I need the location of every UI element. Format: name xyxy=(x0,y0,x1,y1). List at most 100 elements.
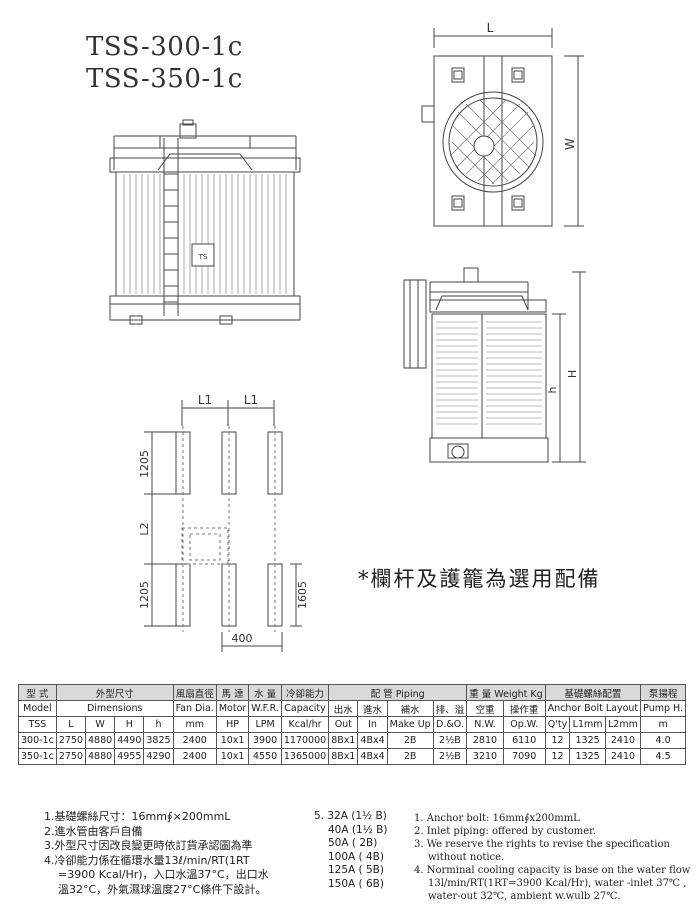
th-wfr-en: W.F.R. xyxy=(248,700,282,717)
foundation-plan-drawing: L1 L1 1205 L2 1205 1605 400 xyxy=(138,393,309,652)
unit-cell: W xyxy=(85,716,116,733)
unit-cell: Q'ty xyxy=(544,716,571,733)
table-cell: 7090 xyxy=(502,748,546,765)
table-cell: 12 xyxy=(544,732,571,749)
table-cell: 4290 xyxy=(143,748,174,765)
table-cell: 350-1c xyxy=(18,748,57,765)
note-zh-1: 1.基礎螺絲尺寸：16mm∮×200mmL xyxy=(44,810,231,823)
table-cell: 2400 xyxy=(172,748,217,765)
unit-cell: mm xyxy=(172,716,217,733)
model-title-1: TSS-300-1c xyxy=(86,32,243,62)
table-cell: 3900 xyxy=(248,732,282,749)
th-in-zh: 進水 xyxy=(357,700,388,717)
unit-cell: Kcal/hr xyxy=(280,716,330,733)
th-piping: 配 管 Piping xyxy=(328,684,468,701)
th-motor-zh: 馬 達 xyxy=(215,684,250,701)
table-row: 350-1c 2750 4880 4955 4290 2400 10x1 455… xyxy=(18,748,687,765)
table-cell: 8Bx1 xyxy=(328,748,359,765)
th-out-zh: 出水 xyxy=(328,700,359,717)
dim-L2: L2 xyxy=(138,522,151,535)
pipe-item: 150A ( 6B) xyxy=(328,877,384,890)
table-cell: 4Bx4 xyxy=(357,732,388,749)
pipe-item: 5. 32A (1½ B) xyxy=(314,810,387,822)
unit-cell: In xyxy=(357,716,388,733)
th-weight: 重 量 Weight Kg xyxy=(466,684,546,701)
unit-cell: L xyxy=(55,716,87,733)
dim-1605: 1605 xyxy=(296,581,309,609)
table-cell: 4.5 xyxy=(640,748,687,765)
table-header-units: TSS L W H h mm HP LPM Kcal/hr Out In Mak… xyxy=(18,716,687,733)
table-cell: 2750 xyxy=(55,732,87,749)
dim-W: W xyxy=(563,138,577,150)
th-wfr-zh: 水 量 xyxy=(248,684,282,701)
table-cell: 300-1c xyxy=(18,732,57,749)
table-cell: 4880 xyxy=(85,748,116,765)
table-cell: 6110 xyxy=(502,732,546,749)
th-anchor-en: Anchor Bolt Layout xyxy=(544,700,642,717)
th-dimensions-zh: 外型尺寸 xyxy=(55,684,174,701)
pipe-item: 100A ( 4B) xyxy=(328,850,384,863)
side-elevation-drawing: h H xyxy=(403,267,586,463)
table-cell: 2B xyxy=(386,748,434,765)
table-cell: 8Bx1 xyxy=(328,732,359,749)
dim-H: H xyxy=(566,370,579,378)
unit-cell: h xyxy=(143,716,174,733)
table-cell: 1365000 xyxy=(280,748,330,765)
th-capacity-en: Capacity xyxy=(280,700,330,717)
table-header-en: Model Dimensions Fan Dia. Motor W.F.R. C… xyxy=(18,700,687,717)
unit-cell: m xyxy=(640,716,687,733)
table-cell: 2410 xyxy=(604,748,642,765)
note-en-1: 1. Anchor bolt: 16mm∮x200mmL xyxy=(414,813,580,824)
th-motor-en: Motor xyxy=(215,700,250,717)
table-cell: 12 xyxy=(544,748,571,765)
dim-1205-bottom: 1205 xyxy=(138,581,151,609)
th-model-en: Model xyxy=(18,700,57,717)
notes-chinese: 1.基礎螺絲尺寸：16mm∮×200mmL 2.進水管由客戶自備 3.外型尺寸因… xyxy=(44,810,314,897)
table-cell: 10x1 xyxy=(215,748,250,765)
pipe-item: 40A (1½ B) xyxy=(328,823,388,836)
th-fan-zh: 風扇直徑 xyxy=(172,684,217,701)
note-zh-2: 2.進水管由客戶自備 xyxy=(44,824,143,838)
dim-L1-a: L1 xyxy=(198,393,212,407)
note-en-4: 4. Norminal cooling capacity is base on … xyxy=(414,865,691,876)
th-capacity-zh: 冷卻能力 xyxy=(280,684,330,701)
table-cell: 2½B xyxy=(432,748,468,765)
dim-400: 400 xyxy=(232,632,253,645)
unit-cell: HP xyxy=(215,716,250,733)
front-elevation-drawing: TS xyxy=(109,119,301,325)
th-anchor-zh: 基礎螺絲配置 xyxy=(544,684,642,701)
table-cell: 3825 xyxy=(143,732,174,749)
note-zh-4-cont-2: 溫32°C，外氣濕球溫度27°C條件下設計。 xyxy=(58,882,267,896)
th-drain-zh: 排、溢 xyxy=(432,700,468,717)
table-cell: 2810 xyxy=(466,732,504,749)
optional-equipment-note: *欄杆及護籠為選用配備 xyxy=(358,567,601,591)
unit-cell: H xyxy=(114,716,145,733)
pipe-item: 125A ( 5B) xyxy=(328,864,384,876)
th-fan-en: Fan Dia. xyxy=(172,700,217,717)
table-cell: 2400 xyxy=(172,732,217,749)
top-view-drawing: L W xyxy=(421,21,584,227)
unit-cell: D.&O. xyxy=(432,716,468,733)
note-zh-4-cont-1: =3900 Kcal/Hr)，入口水溫37°C，出口水 xyxy=(58,868,269,881)
note-en-3: 3. We reserve the rights to revise the s… xyxy=(414,839,670,850)
th-pump-zh: 泵揚程 xyxy=(640,684,687,701)
pipe-item: 50A ( 2B) xyxy=(328,837,378,849)
dim-h: h xyxy=(546,386,559,393)
unit-cell: LPM xyxy=(248,716,282,733)
note-en-3-cont: without notice. xyxy=(428,852,505,863)
table-cell: 1170000 xyxy=(280,732,330,749)
table-cell: 1325 xyxy=(569,748,606,765)
unit-cell: Make Up xyxy=(386,716,434,733)
dim-1205-top: 1205 xyxy=(138,450,151,478)
unit-cell: Op.W. xyxy=(502,716,546,733)
note-zh-4: 4.冷卻能力係在循環水量13ℓ/min/RT(1RT xyxy=(44,853,250,867)
table-cell: 10x1 xyxy=(215,732,250,749)
table-cell: 4.0 xyxy=(640,732,687,749)
specification-table: 型 式 外型尺寸 風扇直徑 馬 達 水 量 冷卻能力 配 管 Piping 重 … xyxy=(18,684,687,765)
table-cell: 2410 xyxy=(604,732,642,749)
model-title-2: TSS-350-1c xyxy=(86,64,243,94)
th-makeup-zh: 補水 xyxy=(386,700,434,717)
note-en-4-cont-2: water-out 32℃, ambient w.wulb 27℃. xyxy=(428,891,621,902)
unit-cell: L2mm xyxy=(604,716,642,733)
th-model-zh: 型 式 xyxy=(18,684,57,701)
